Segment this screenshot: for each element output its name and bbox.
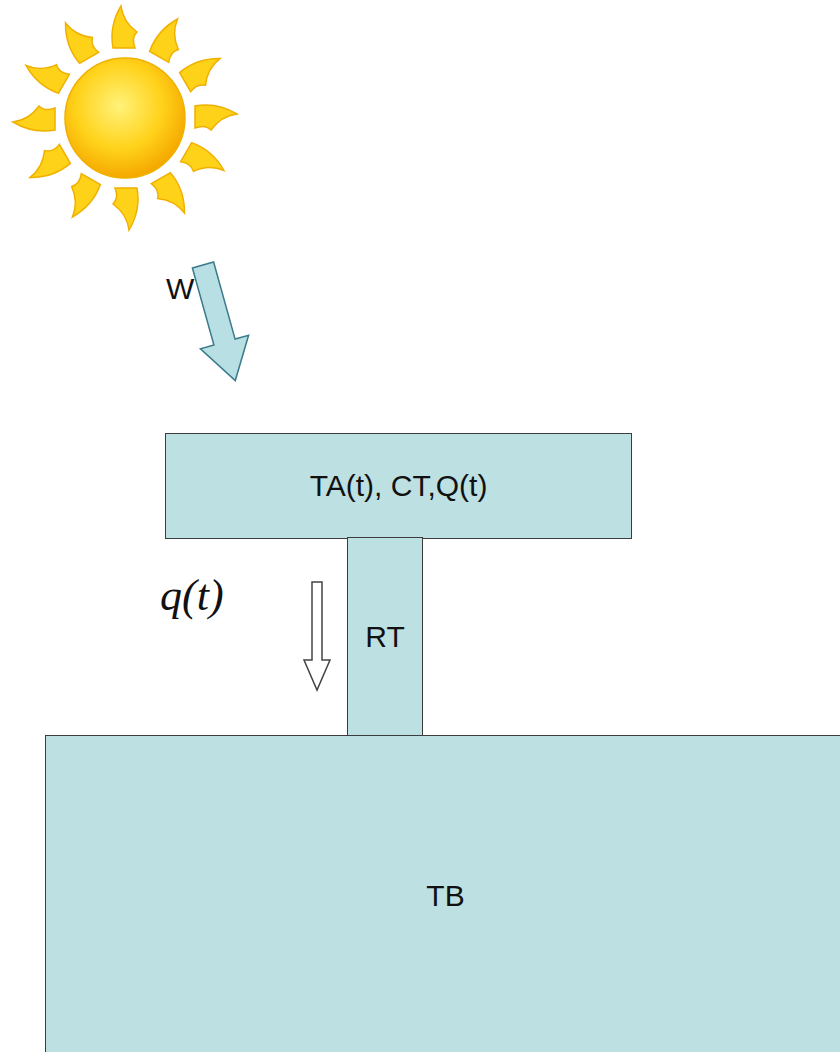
radiation-label: W bbox=[166, 272, 194, 306]
top-body-box: TA(t), CT,Q(t) bbox=[165, 433, 632, 539]
sun-ray bbox=[150, 172, 193, 221]
sun-ray bbox=[195, 105, 237, 130]
heat-flow-label: q(t) bbox=[160, 570, 224, 621]
sun-icon bbox=[13, 6, 237, 230]
sun-ray bbox=[180, 142, 229, 185]
sun-ray bbox=[59, 173, 102, 222]
sun-ray bbox=[58, 15, 101, 64]
thermal-resistance-stem: RT bbox=[347, 537, 423, 736]
node-label: RT bbox=[365, 620, 404, 654]
bath-box: TB bbox=[45, 735, 840, 1052]
heat-flow-arrow bbox=[304, 582, 330, 690]
sun-disc bbox=[65, 58, 185, 178]
sun-ray bbox=[112, 6, 137, 48]
sun-ray bbox=[22, 52, 71, 95]
node-label: TA(t), CT,Q(t) bbox=[310, 469, 488, 503]
sun-ray bbox=[179, 51, 228, 94]
sun-ray bbox=[13, 106, 55, 131]
node-label: TB bbox=[426, 879, 464, 913]
sun-ray bbox=[22, 143, 71, 186]
sun-ray bbox=[113, 188, 138, 230]
sun-ray bbox=[149, 15, 192, 64]
